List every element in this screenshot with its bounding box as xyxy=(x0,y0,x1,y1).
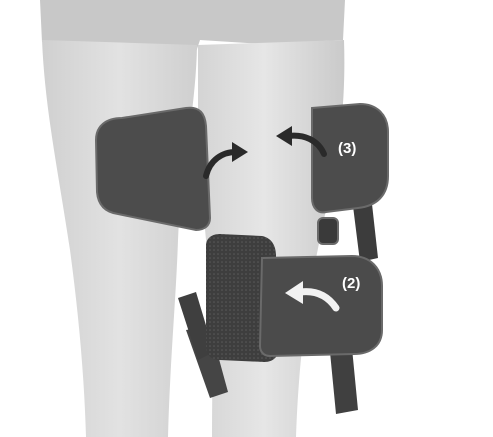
brace-upper-right-wing xyxy=(312,104,388,212)
left-leg xyxy=(42,40,197,437)
brace-lower-right-wing xyxy=(260,256,382,356)
brace-strap-lower-right xyxy=(330,348,358,414)
brace-upper-left-wing xyxy=(96,108,210,230)
brace-connector xyxy=(318,218,338,244)
step-label-2: (2) xyxy=(342,276,360,291)
step-label-3: (3) xyxy=(338,141,356,156)
